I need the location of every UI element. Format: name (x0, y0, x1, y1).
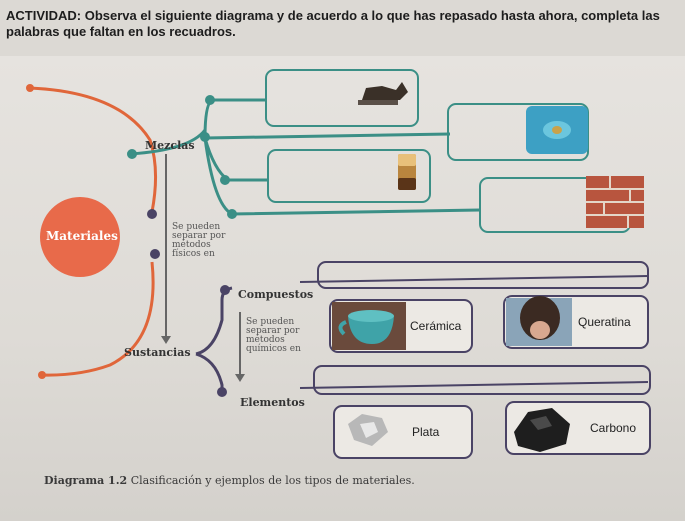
materiales-label: Materiales (46, 229, 118, 243)
silver-nugget-icon (348, 414, 388, 446)
teal-dot-mezclas (127, 149, 137, 159)
physical-separation-arrowhead (161, 336, 171, 344)
orange-dot-top (26, 84, 34, 92)
purple-branch-low (195, 352, 224, 392)
compuestos-label: Compuestos (238, 288, 314, 301)
orange-arc-top (29, 86, 158, 213)
hair-person-icon (506, 296, 572, 346)
elementos-label: Elementos (240, 396, 305, 409)
brick-wall-icon (586, 176, 644, 228)
answer-box-elementos (313, 365, 651, 395)
materiales-circle (40, 197, 120, 277)
chemical-separation-text: Se pueden separar por métodos químicos e… (246, 317, 301, 354)
caption-number: Diagrama 1.2 (44, 474, 128, 487)
orange-dot-bottom (38, 371, 46, 379)
queratina-label: Queratina (578, 315, 631, 329)
instruction-line-1: ACTIVIDAD: Observa el siguiente diagrama… (6, 8, 660, 23)
answer-box-compuestos (317, 261, 649, 289)
answer-box-mezcla-3 (267, 149, 431, 203)
purple-dot-compuestos (220, 285, 230, 295)
sustancias-label: Sustancias (124, 346, 191, 359)
ceramica-label: Cerámica (410, 319, 462, 333)
orange-arc-bottom (41, 261, 155, 377)
caption-text: Clasificación y ejemplos de los tipos de… (130, 474, 415, 487)
connector-dot-mid (150, 249, 160, 259)
teal-dot-2 (200, 132, 210, 142)
teal-branch-2 (204, 132, 451, 140)
coal-lump-icon (514, 408, 570, 452)
teal-branch-up (203, 98, 265, 139)
purple-dot-elementos (217, 387, 227, 397)
chemical-separation-arrowhead (235, 374, 245, 382)
activity-instruction: ACTIVIDAD: Observa el siguiente diagrama… (6, 8, 678, 40)
instruction-line-2: palabras que faltan en los recuadros. (6, 24, 236, 39)
teal-dot-3 (220, 175, 230, 185)
ceramic-mug-icon (332, 302, 406, 350)
diagram-caption: Diagrama 1.2 Clasificación y ejemplos de… (44, 474, 415, 487)
connector-dot-top (147, 209, 157, 219)
teal-dot-4 (227, 209, 237, 219)
purple-line-elementos (299, 381, 649, 389)
mezclas-label: Mezclas (145, 139, 195, 152)
carbono-label: Carbono (590, 421, 637, 435)
water-dish-icon (526, 106, 588, 154)
lion-sculpture-icon (358, 82, 408, 105)
purple-branch-main (195, 286, 233, 356)
teal-branch-3 (203, 137, 268, 182)
answer-box-mezcla-1 (265, 69, 419, 127)
layered-drink-icon (398, 154, 416, 190)
purple-line-compuestos (299, 275, 649, 283)
plata-label: Plata (412, 425, 440, 439)
physical-separation-text: Se pueden separar por métodos físicos en (172, 222, 226, 259)
teal-dot-1 (205, 95, 215, 105)
